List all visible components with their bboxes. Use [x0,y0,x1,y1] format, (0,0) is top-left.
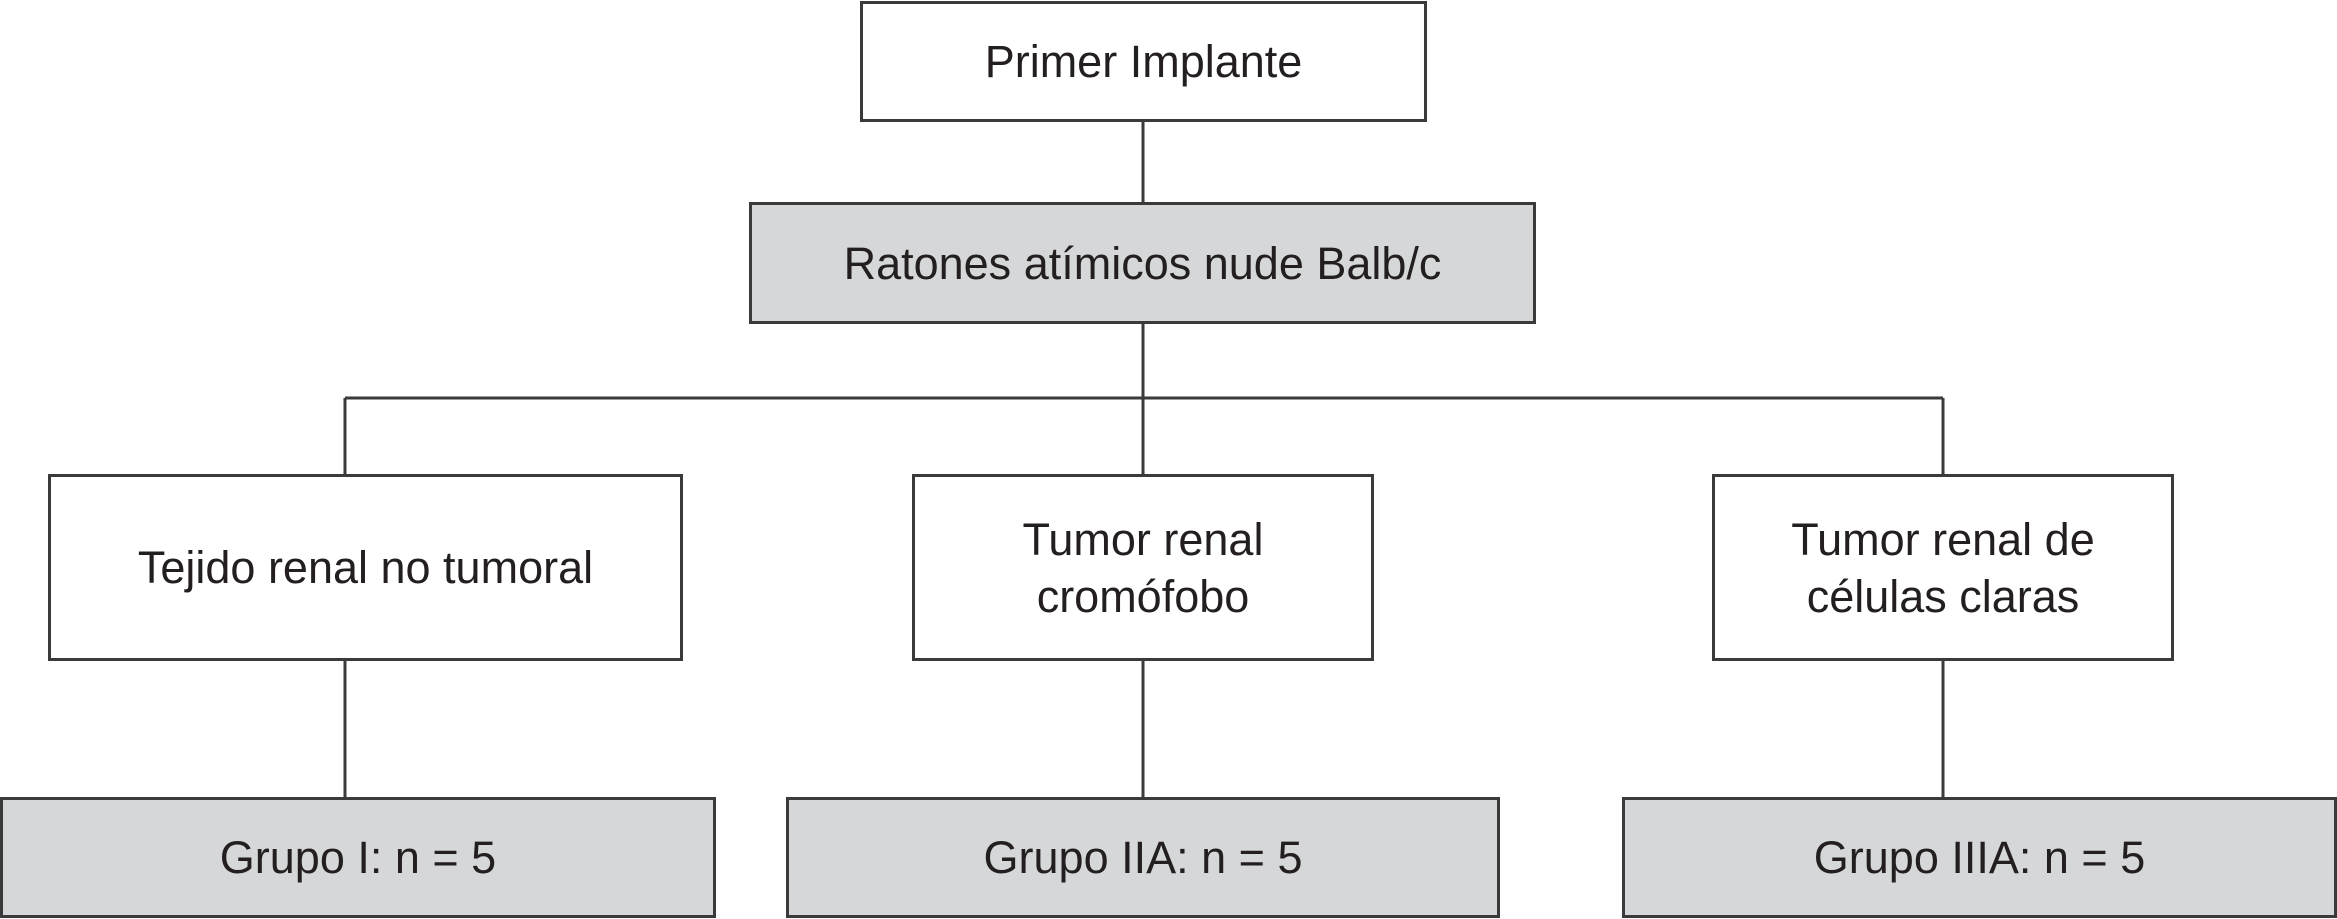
node-ratones-nude: Ratones atímicos nude Balb/c [749,202,1536,324]
node-label-line: cromófobo [1036,570,1250,622]
node-primer-implante: Primer Implante [860,1,1427,122]
node-label: Grupo IIA: n = 5 [983,832,1303,883]
node-label: Ratones atímicos nude Balb/c [843,237,1442,289]
node-label-line: Tumor renal [1022,513,1264,565]
node-grupo-i: Grupo I: n = 5 [0,797,716,918]
node-tumor-celulas-claras: Tumor renal de células claras [1712,474,2174,661]
node-label: Grupo I: n = 5 [219,832,497,883]
node-label: Grupo IIIA: n = 5 [1813,832,2146,883]
node-tejido-renal-no-tumoral: Tejido renal no tumoral [48,474,683,661]
node-grupo-iia: Grupo IIA: n = 5 [786,797,1500,918]
node-grupo-iiia: Grupo IIIA: n = 5 [1622,797,2337,918]
node-tumor-cromofobo: Tumor renal cromófobo [912,474,1374,661]
node-label-line: células claras [1806,570,2080,622]
node-label-line: Tejido renal no tumoral [137,542,594,593]
node-label-line: Tumor renal de [1791,513,2095,565]
node-label: Primer Implante [984,36,1303,87]
